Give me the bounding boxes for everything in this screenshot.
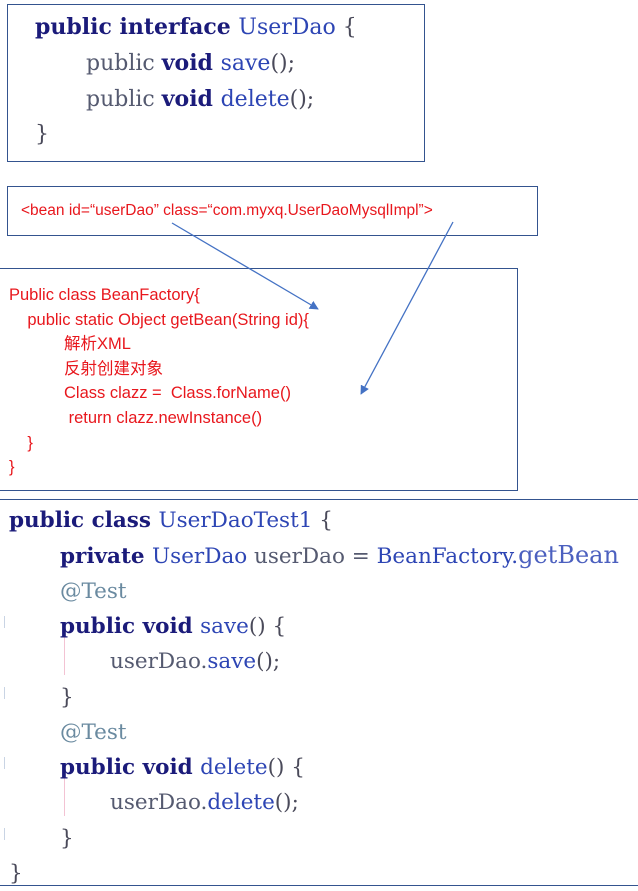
test-line-7: @Test [60,719,127,745]
test-line-2: private UserDao userDao = BeanFactory.ge… [60,541,619,570]
arrow-class-to-forname [360,221,454,395]
factory-line-7: } [9,433,33,452]
test-line-6: } [60,684,74,710]
factory-line-4: 反射创建对象 [9,359,164,378]
fold-marker [4,616,9,628]
interface-code-box: public interface UserDao { public void s… [7,4,425,162]
factory-line-1: Public class BeanFactory{ [9,286,200,304]
factory-line-2: public static Object getBean(String id){ [9,310,309,329]
interface-line-4: } [35,122,49,147]
factory-line-6: return clazz.newInstance() [9,409,263,427]
bean-xml-text: <bean id=“userDao” class=“com.myxq.UserD… [21,202,433,219]
bean-factory-box: Public class BeanFactory{ public static … [0,268,518,491]
test-line-9: userDao.delete(); [110,790,299,816]
interface-line-1: public interface UserDao { [35,14,357,40]
factory-line-8: } [9,458,15,477]
test-class-box: public class UserDaoTest1 { private User… [0,499,638,886]
test-line-11: } [9,861,23,886]
arrow-id-to-getbean [171,222,319,310]
gutter-line-delete [64,778,65,816]
factory-line-5: Class clazz = Class.forName() [9,384,291,403]
test-line-8: public void delete() { [60,755,305,781]
test-line-10: } [60,825,74,851]
interface-line-2: public void save(); [86,50,296,76]
gutter-line-save [64,637,65,675]
fold-marker [4,687,9,699]
fold-marker [4,828,9,840]
test-line-3: @Test [60,578,127,604]
test-line-1: public class UserDaoTest1 { [9,508,333,533]
interface-line-3: public void delete(); [86,86,315,112]
test-line-5: userDao.save(); [110,649,281,675]
test-line-4: public void save() { [60,613,287,639]
factory-line-3: 解析XML [9,335,131,354]
fold-marker [4,757,9,769]
